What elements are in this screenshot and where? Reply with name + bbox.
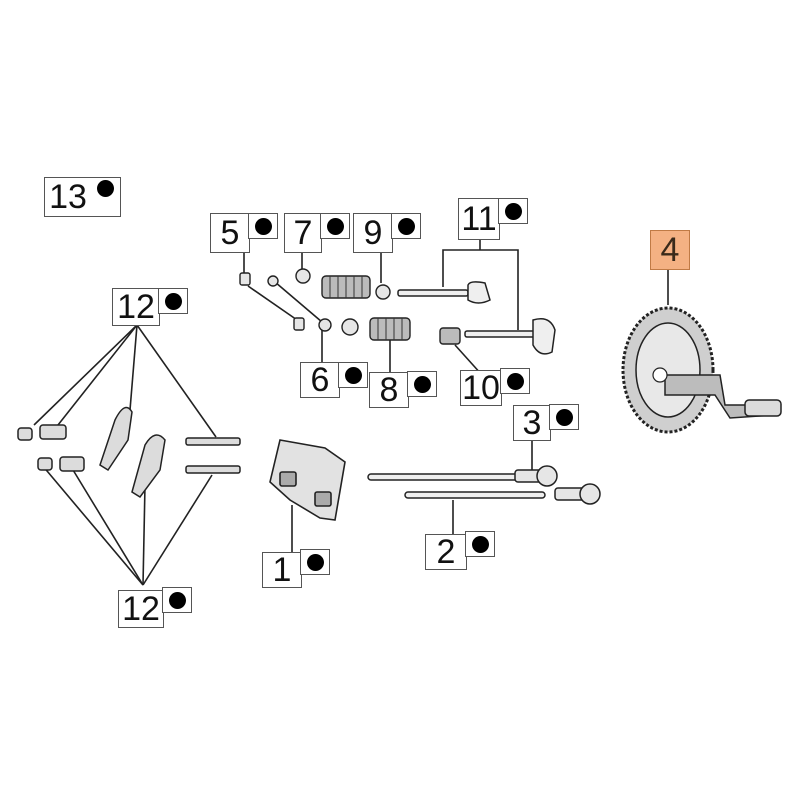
part-number-label: 2 [425, 534, 467, 570]
part-number-label: 13 [44, 177, 92, 217]
part-number-label: 12 [112, 288, 160, 326]
dot-indicator [338, 362, 368, 388]
callout-12-top: 12 [112, 288, 188, 326]
dot-indicator [498, 198, 528, 224]
callout-3: 3 [513, 404, 579, 441]
callout-11: 11 [458, 198, 528, 240]
callout-8: 8 [369, 371, 437, 408]
callout-9: 9 [353, 213, 421, 253]
callout-2: 2 [425, 531, 495, 570]
part-number-label: 11 [458, 198, 500, 240]
dot-indicator [465, 531, 495, 557]
callout-5: 5 [210, 213, 278, 253]
dot-indicator [300, 549, 330, 575]
part-number-label: 7 [284, 213, 322, 253]
dot-indicator [407, 371, 437, 397]
callout-10: 10 [460, 368, 530, 406]
callout-12-bottom: 12 [118, 587, 192, 628]
dot-indicator [500, 368, 530, 394]
part-number-label: 6 [300, 362, 340, 398]
part-number-label: 1 [262, 552, 302, 588]
dot-indicator [91, 177, 121, 217]
part-number-label: 3 [513, 405, 551, 441]
part-number-label: 5 [210, 213, 250, 253]
dot-indicator [391, 213, 421, 239]
dot-indicator [320, 213, 350, 239]
dot-indicator [549, 404, 579, 430]
part-number-label: 8 [369, 372, 409, 408]
part-number-label: 12 [118, 590, 164, 628]
part-number-label-highlighted: 4 [650, 230, 690, 270]
callout-13: 13 [44, 177, 121, 217]
part-number-label: 10 [460, 370, 502, 406]
dot-indicator [162, 587, 192, 613]
dot-indicator [248, 213, 278, 239]
callout-1: 1 [262, 549, 330, 588]
part-number-label: 9 [353, 213, 393, 253]
callout-7: 7 [284, 213, 350, 253]
callout-4: 4 [650, 230, 690, 270]
callout-6: 6 [300, 362, 368, 398]
dot-indicator [158, 288, 188, 314]
